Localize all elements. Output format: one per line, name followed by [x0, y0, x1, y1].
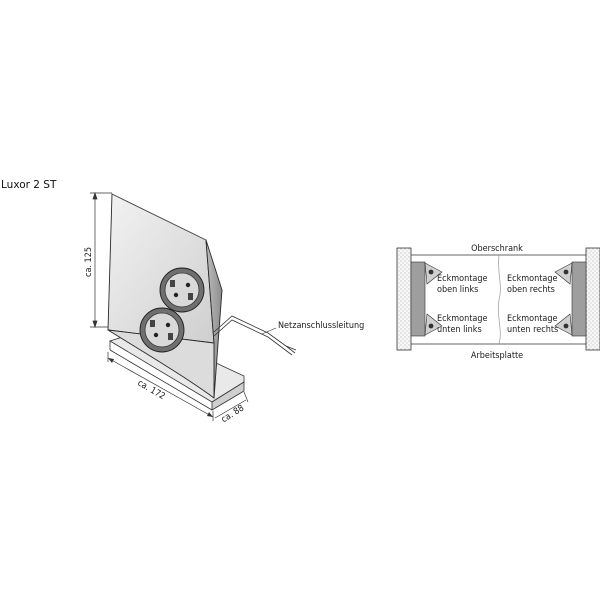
bottom-right-line2: unten rechts: [507, 325, 558, 335]
top-left-line1: Eckmontage: [437, 274, 488, 284]
top-right-line2: oben rechts: [507, 285, 555, 295]
depth-dimension: [214, 391, 249, 419]
top-left-line2: oben links: [437, 285, 478, 295]
outlet-icon-top-left: [424, 262, 443, 285]
height-dimension: [90, 191, 112, 329]
left-wall: [396, 247, 412, 351]
cable-label: Netzanschlussleitung: [278, 321, 364, 331]
power-cable: [213, 315, 297, 356]
product-drawing: ca. 125: [84, 191, 364, 425]
width-dimension: [107, 352, 214, 421]
top-label: Oberschrank: [471, 244, 523, 254]
mounting-diagram: Oberschrank Arbeitsplatte Eckmontage obe…: [396, 244, 600, 361]
bottom-left-line2: unten links: [437, 325, 482, 335]
outlet-icon-bottom-right: [554, 313, 573, 336]
depth-label: ca. 88: [220, 403, 246, 425]
height-label: ca. 125: [84, 247, 94, 277]
socket-top: [159, 267, 205, 313]
bottom-right-line1: Eckmontage: [507, 314, 558, 324]
bottom-left-line1: Eckmontage: [437, 314, 488, 324]
outlet-icon-top-right: [554, 262, 573, 285]
right-wall: [585, 247, 600, 351]
cable-leader: [261, 327, 277, 335]
outlet-icon-bottom-left: [424, 313, 443, 336]
bottom-label: Arbeitsplatte: [471, 351, 523, 361]
top-right-line1: Eckmontage: [507, 274, 558, 284]
product-title: Luxor 2 ST: [1, 179, 57, 191]
socket-bottom: [139, 307, 185, 353]
